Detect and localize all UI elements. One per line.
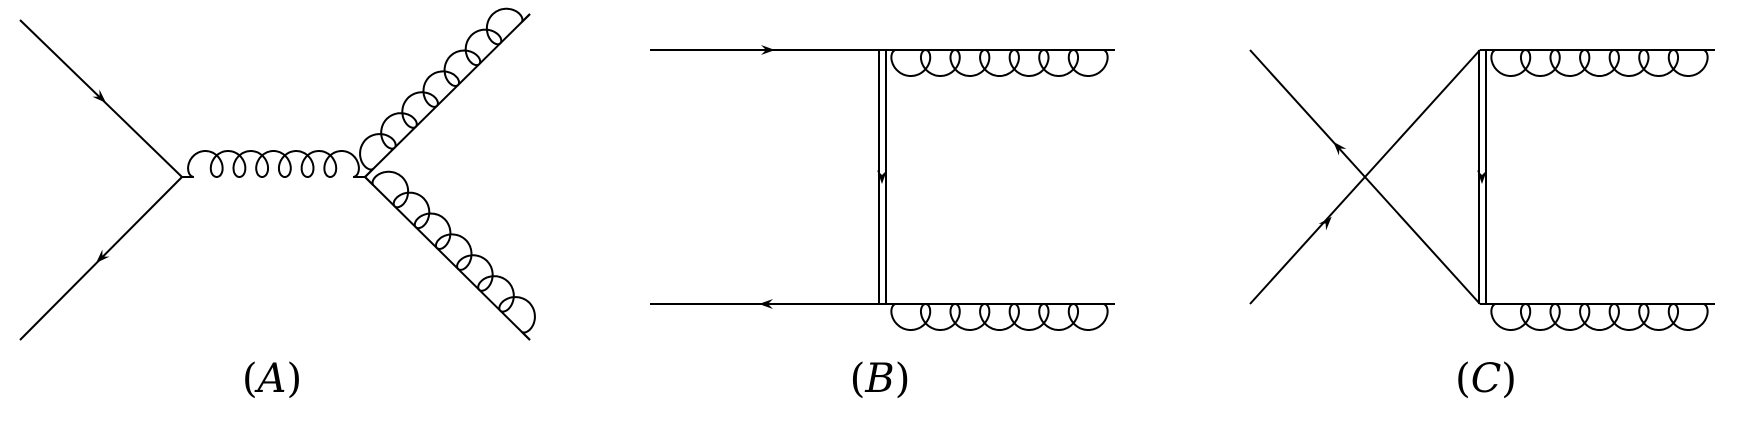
arrow-incoming-quark <box>761 45 775 55</box>
diagram-b <box>650 45 1115 331</box>
upper-outgoing-gluon <box>884 49 1115 77</box>
arrow-propagator <box>877 170 887 184</box>
lower-outgoing-gluon <box>884 303 1115 331</box>
arrow-incoming-antiquark <box>759 299 773 309</box>
lower-outgoing-gluon <box>1484 303 1715 331</box>
arrow-crossed-up <box>1318 216 1332 231</box>
lower-outgoing-gluon <box>364 170 536 341</box>
diagram-c-label: (C) <box>1455 356 1517 402</box>
arrow-crossed-down <box>1333 141 1347 156</box>
upper-outgoing-line <box>364 13 531 178</box>
upper-outgoing-gluon <box>1484 49 1715 77</box>
diagram-a <box>19 7 536 341</box>
arrow-propagator <box>1477 170 1487 184</box>
lower-outgoing-line <box>364 176 531 341</box>
s-channel-gluon-propagator <box>182 150 365 178</box>
diagram-a-label: (A) <box>242 356 302 402</box>
upper-outgoing-gluon <box>359 7 531 178</box>
diagram-c <box>1249 49 1715 331</box>
arrow-incoming-antiquark <box>96 249 110 263</box>
arrow-incoming-quark <box>92 89 107 103</box>
crossed-line-up <box>1249 49 1481 305</box>
diagram-b-label: (B) <box>850 356 911 402</box>
